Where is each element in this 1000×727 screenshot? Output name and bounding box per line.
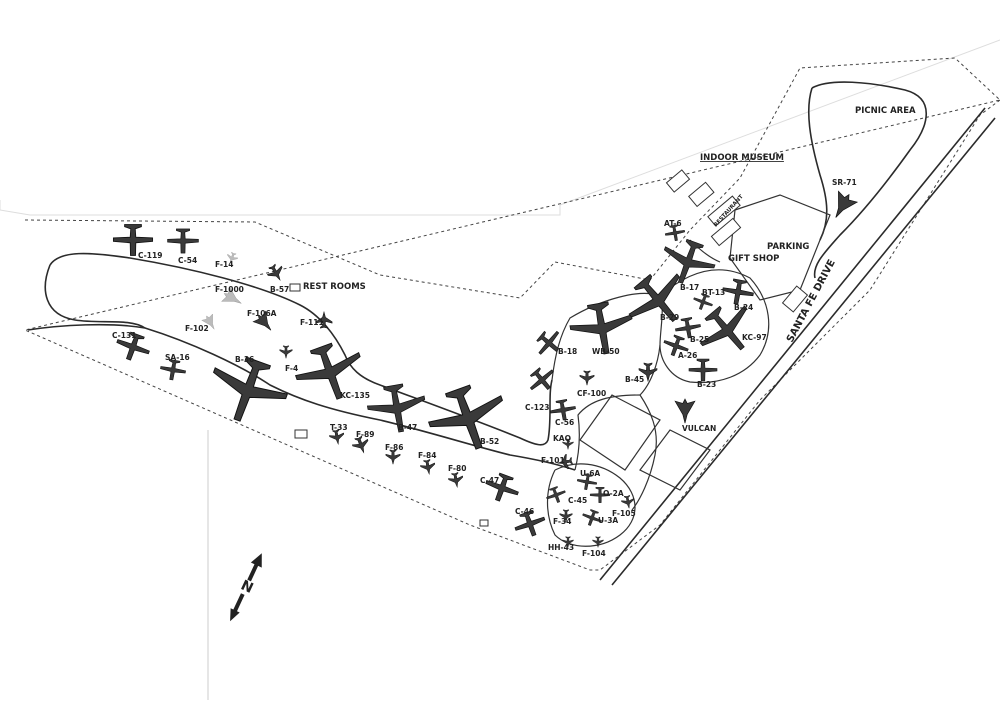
aircraft-c123 — [523, 362, 561, 398]
label-f105: F-105 — [612, 509, 636, 518]
label-c45: C-45 — [568, 496, 587, 505]
label-cf100: CF-100 — [577, 389, 606, 398]
label-b25: B-25 — [690, 335, 709, 344]
walkway-east-loop — [659, 269, 770, 384]
label-f14: F-14 — [215, 260, 233, 269]
label-b17: B-17 — [680, 283, 699, 292]
label-c131: C-131 — [112, 331, 136, 340]
label-bt13: BT-13 — [702, 288, 725, 297]
label-f111: F-111 — [300, 318, 324, 327]
label-kaq: KAQ — [553, 434, 571, 443]
label-f89: F-89 — [356, 430, 374, 439]
label-b18: B-18 — [558, 347, 577, 356]
label-f80: F-80 — [448, 464, 466, 473]
label-hh43: HH-43 — [548, 543, 574, 552]
aircraft-cf100 — [579, 370, 595, 386]
label-b29: B-29 — [660, 313, 679, 322]
label-rest-rooms: REST ROOMS — [303, 282, 366, 292]
small-structure-2 — [479, 519, 489, 527]
label-b23: B-23 — [697, 380, 716, 389]
label-t33: T-33 — [330, 423, 348, 432]
label-c54: C-54 — [178, 256, 197, 265]
label-f34: F-34 — [553, 517, 571, 526]
label-indoor-museum: INDOOR MUSEUM — [700, 153, 784, 163]
indoor-museum-building-2 — [688, 181, 715, 208]
label-f101: F-101 — [541, 456, 565, 465]
north-arrow: N — [230, 553, 262, 622]
label-c47: C-47 — [480, 476, 499, 485]
santa-fe-drive-edge — [599, 107, 986, 581]
label-c56: C-56 — [555, 418, 574, 427]
aircraft-vulcan — [674, 398, 696, 424]
label-sa16: SA-16 — [165, 353, 190, 362]
aircraft-f84 — [419, 458, 437, 476]
labels: PICNIC AREA INDOOR MUSEUM RESTAURANT PAR… — [303, 106, 916, 344]
label-sr71: SR-71 — [832, 178, 857, 187]
label-c46: C-46 — [515, 507, 534, 516]
aircraft-f4 — [279, 345, 293, 359]
label-b47: B-47 — [398, 423, 417, 432]
label-vulcan: VULCAN — [682, 424, 716, 433]
label-b36: B-36 — [235, 355, 254, 364]
label-b45: B-45 — [625, 375, 644, 384]
label-f102: F-102 — [185, 324, 209, 333]
gift-shop-building — [710, 217, 742, 247]
aircraft-b23 — [688, 358, 718, 382]
main-road — [27, 323, 576, 471]
label-o2a: O-2A — [603, 489, 624, 498]
label-u3a: U-3A — [598, 516, 618, 525]
label-kc135: KC-135 — [340, 391, 370, 400]
parking-kiosk — [781, 285, 809, 313]
label-kc97: KC-97 — [742, 333, 767, 342]
walkway-connector — [574, 394, 657, 511]
label-f1000: F-1000 — [215, 285, 244, 294]
walkway-south-loop — [546, 463, 636, 547]
santa-fe-drive-edge-2 — [611, 117, 996, 586]
rest-rooms-building — [289, 283, 301, 292]
small-structure — [294, 429, 308, 439]
aircraft-f80 — [447, 471, 465, 489]
picnic-area-loop — [807, 81, 928, 279]
label-f4: F-4 — [285, 364, 298, 373]
display-pad-center — [579, 394, 661, 471]
label-wb50: WB-50 — [592, 347, 620, 356]
label-c123: C-123 — [525, 403, 549, 412]
label-at6: AT-6 — [664, 219, 682, 228]
label-b52: B-52 — [480, 437, 499, 446]
loop-road-outer — [44, 264, 146, 329]
label-c119: C-119 — [138, 251, 162, 260]
label-picnic-area: PICNIC AREA — [855, 106, 916, 116]
label-gift-shop: GIFT SHOP — [728, 254, 779, 264]
label-b57: B-57 — [270, 285, 289, 294]
label-f84: F-84 — [418, 451, 436, 460]
label-parking: PARKING — [767, 242, 809, 252]
indoor-museum-building-1 — [665, 169, 691, 193]
label-b24: B-24 — [734, 303, 753, 312]
label-f86: F-86 — [385, 443, 403, 452]
label-f104: F-104 — [582, 549, 606, 558]
display-pad-east — [639, 429, 711, 491]
aircraft-b52 — [420, 375, 516, 463]
aircraft-sr71 — [825, 188, 859, 224]
label-u6a: U-6A — [580, 469, 600, 478]
label-a26: A-26 — [678, 351, 697, 360]
aircraft-c54 — [167, 228, 199, 254]
label-f106a: F-106A — [247, 309, 277, 318]
restaurant-building — [707, 195, 741, 227]
